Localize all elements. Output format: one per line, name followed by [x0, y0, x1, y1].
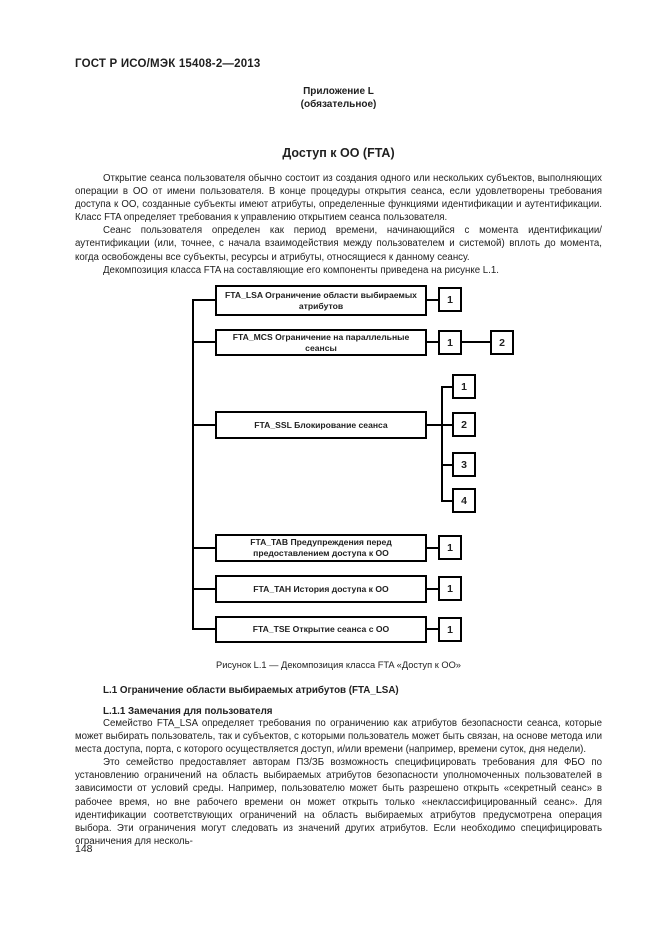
section-l11-text: Семейство FTA_LSA определяет требования …: [75, 717, 602, 848]
connector-line: [441, 386, 452, 388]
component-box-ssl-4: 4: [452, 488, 476, 513]
component-box-tse-1: 1: [438, 617, 462, 642]
component-box-ssl-2: 2: [452, 412, 476, 437]
intro-paragraph-3: Декомпозиция класса FTA на составляющие …: [103, 264, 499, 276]
family-box-fta-tah: FTA_TAH История доступа к ОО: [215, 575, 427, 603]
section-paragraph-2: Это семейство предоставляет авторам ПЗ/З…: [75, 757, 602, 847]
section-heading-l11: L.1.1 Замечания для пользователя: [103, 706, 273, 717]
component-box-ssl-1: 1: [452, 374, 476, 399]
branch-line-tah: [192, 588, 215, 590]
connector-line: [462, 341, 490, 343]
trunk-line: [192, 299, 194, 630]
intro-paragraph-1: Открытие сеанса пользователя обычно сост…: [75, 173, 602, 224]
component-box-tah-1: 1: [438, 576, 462, 601]
family-box-fta-lsa: FTA_LSA Ограничение области выбираемых а…: [215, 285, 427, 316]
family-box-fta-ssl: FTA_SSL Блокирование сеанса: [215, 411, 427, 439]
component-box-mcs-1: 1: [438, 330, 462, 355]
section-heading-l1: L.1 Ограничение области выбираемых атриб…: [103, 685, 399, 696]
branch-line-ssl: [192, 424, 215, 426]
connector-line: [441, 500, 452, 502]
branch-line-lsa: [192, 299, 215, 301]
family-box-fta-tse: FTA_TSE Открытие сеанса с ОО: [215, 616, 427, 643]
connector-line: [427, 299, 438, 301]
branch-line-tse: [192, 628, 215, 630]
annex-type: (обязательное): [300, 99, 377, 110]
branch-line-mcs: [192, 341, 215, 343]
family-box-fta-mcs: FTA_MCS Ограничение на параллельные сеан…: [215, 329, 427, 356]
intro-paragraph-2: Сеанс пользователя определен как период …: [75, 225, 602, 263]
intro-text: Открытие сеанса пользователя обычно сост…: [75, 172, 602, 277]
connector-line: [427, 588, 438, 590]
connector-line: [427, 547, 438, 549]
connector-line: [427, 424, 452, 426]
component-box-mcs-2: 2: [490, 330, 514, 355]
figure-caption: Рисунок L.1 — Декомпозиция класса FTA «Д…: [216, 660, 461, 670]
component-box-tab-1: 1: [438, 535, 462, 560]
connector-line: [427, 628, 438, 630]
page-number: 148: [75, 843, 93, 855]
annex-label: Приложение L: [303, 86, 374, 97]
connector-line: [441, 464, 452, 466]
class-title: Доступ к ОО (FTA): [282, 146, 395, 160]
branch-line-tab: [192, 547, 215, 549]
component-box-ssl-3: 3: [452, 452, 476, 477]
ssl-component-rail: [441, 386, 443, 502]
standard-number-header: ГОСТ Р ИСО/МЭК 15408-2—2013: [75, 58, 261, 70]
connector-line: [427, 341, 438, 343]
family-box-fta-tab: FTA_TAB Предупреждения перед предоставле…: [215, 534, 427, 562]
component-box-lsa-1: 1: [438, 287, 462, 312]
section-paragraph-1: Семейство FTA_LSA определяет требования …: [75, 718, 602, 756]
